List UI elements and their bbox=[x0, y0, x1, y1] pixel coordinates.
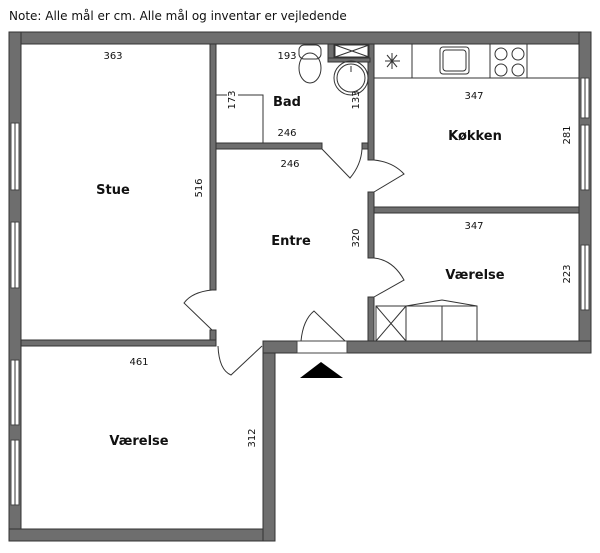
koekken-label: Køkken bbox=[448, 129, 502, 144]
bad-sub-height: 173 bbox=[227, 90, 238, 109]
stove-icon bbox=[494, 47, 525, 77]
vaerelse-bottom-label: Værelse bbox=[109, 434, 168, 449]
washbasin-icon bbox=[333, 60, 369, 96]
vaerelse-right-width: 347 bbox=[464, 221, 483, 232]
vaerelse-right-height: 223 bbox=[562, 264, 573, 283]
vaerelse-bottom-height: 312 bbox=[247, 428, 258, 447]
toilet-icon bbox=[298, 52, 322, 84]
entrance-arrow-icon bbox=[300, 362, 343, 378]
stue-height: 516 bbox=[194, 178, 205, 197]
note-text: Note: Alle mål er cm. Alle mål og invent… bbox=[9, 9, 347, 23]
fridge-icon bbox=[385, 53, 400, 69]
vaerelse-bottom-width: 461 bbox=[129, 357, 148, 368]
fixtures bbox=[216, 43, 580, 342]
doors bbox=[183, 148, 405, 378]
wardrobe-icon bbox=[375, 299, 478, 342]
entre-label: Entre bbox=[271, 234, 311, 249]
kitchen-sink-icon bbox=[439, 46, 470, 75]
stue-label: Stue bbox=[96, 183, 130, 198]
bad-width: 193 bbox=[277, 51, 296, 62]
bad-label: Bad bbox=[273, 95, 301, 110]
bad-sub-width: 246 bbox=[277, 128, 296, 139]
kitchen-counter bbox=[373, 43, 580, 79]
vaerelse-right-label: Værelse bbox=[445, 268, 504, 283]
bad-height: 133 bbox=[351, 90, 362, 109]
entre-width: 246 bbox=[280, 159, 299, 170]
stue-width: 363 bbox=[103, 51, 122, 62]
entre-height: 320 bbox=[351, 228, 362, 247]
shower-icon bbox=[334, 44, 370, 58]
koekken-height: 281 bbox=[562, 125, 573, 144]
windows bbox=[10, 77, 590, 506]
koekken-width: 347 bbox=[464, 91, 483, 102]
